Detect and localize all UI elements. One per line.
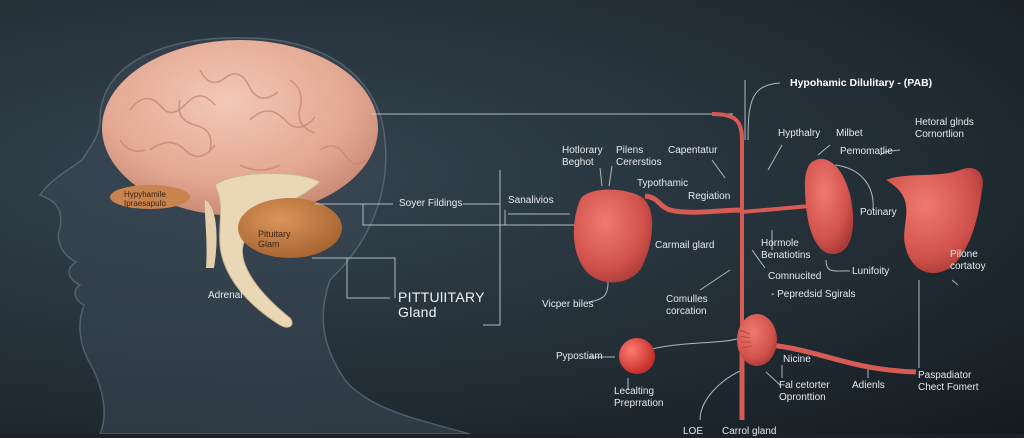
label-sanalivios: Sanalivios <box>508 195 554 206</box>
label-soyer-fildings: Soyer Fildings <box>399 198 463 209</box>
label-loe: LOE <box>683 426 704 437</box>
label-vicper-biles: Vicper biles <box>542 299 594 310</box>
brain-illustration <box>102 40 378 328</box>
label-capentatur: Capentatur <box>668 145 718 156</box>
organ-bulb <box>737 314 777 366</box>
label-nicine: Nicine <box>783 354 811 365</box>
organ-left-kidney <box>573 189 653 283</box>
label-pilens-cererstios: Pilens Cererstios <box>616 145 662 168</box>
diagram-title: Hypohamic Dilulitary - (PAB) <box>790 77 933 89</box>
label-paspadiator: Paspadiator Chect Fomert <box>918 370 979 393</box>
label-milbet: Milbet <box>836 128 863 139</box>
label-pemomatlie: Pemomatlie <box>840 146 893 157</box>
label-adrenal: Adrenal <box>208 290 243 301</box>
label-potinary: Potinary <box>860 207 897 218</box>
label-pilone-cortatoy: Pilone cortatoy <box>950 249 986 272</box>
organ-middle-kidney <box>804 158 854 255</box>
label-adienls: Adienls <box>852 380 885 391</box>
organ-right-gland <box>886 168 983 274</box>
label-hormole-benatiotins: Hormole Benatiotins <box>761 238 811 261</box>
label-pepredsid-sgirals: - Pepredsid Sgirals <box>771 289 856 300</box>
label-lecalting-prepration: Lecalting Preprration <box>614 386 664 409</box>
label-hetoral-glnds: Hetoral glnds Cornortlion <box>915 117 974 140</box>
label-hotlorary-beghot: Hotlorary Beghot <box>562 145 603 168</box>
label-pituitary-in-brain: Pituitary Glam <box>258 229 291 249</box>
label-regiation: Regiation <box>688 191 731 202</box>
label-comnucited: Comnucited <box>768 271 822 282</box>
label-hypthalry: Hypthalry <box>778 128 821 139</box>
label-brain-lobe: Hypyhamile Ipraesapulo <box>124 190 166 208</box>
label-comulles-corcation: Comulles corcation <box>666 294 708 317</box>
label-typothamic: Typothamic <box>637 178 689 189</box>
label-carrol-gland: Carrol gland <box>722 426 777 437</box>
label-carmail-gland: Carmail glard <box>655 240 715 251</box>
label-fal-cetorter: Fal cetorter Opronttion <box>779 380 830 403</box>
label-pituitary-gland: PITTUlITARY Gland <box>398 289 485 320</box>
label-pypostiam: Pypostiam <box>556 351 603 362</box>
label-lunifoity: Lunifoity <box>852 266 890 277</box>
leader-lines <box>312 80 959 421</box>
red-sphere <box>619 338 655 374</box>
